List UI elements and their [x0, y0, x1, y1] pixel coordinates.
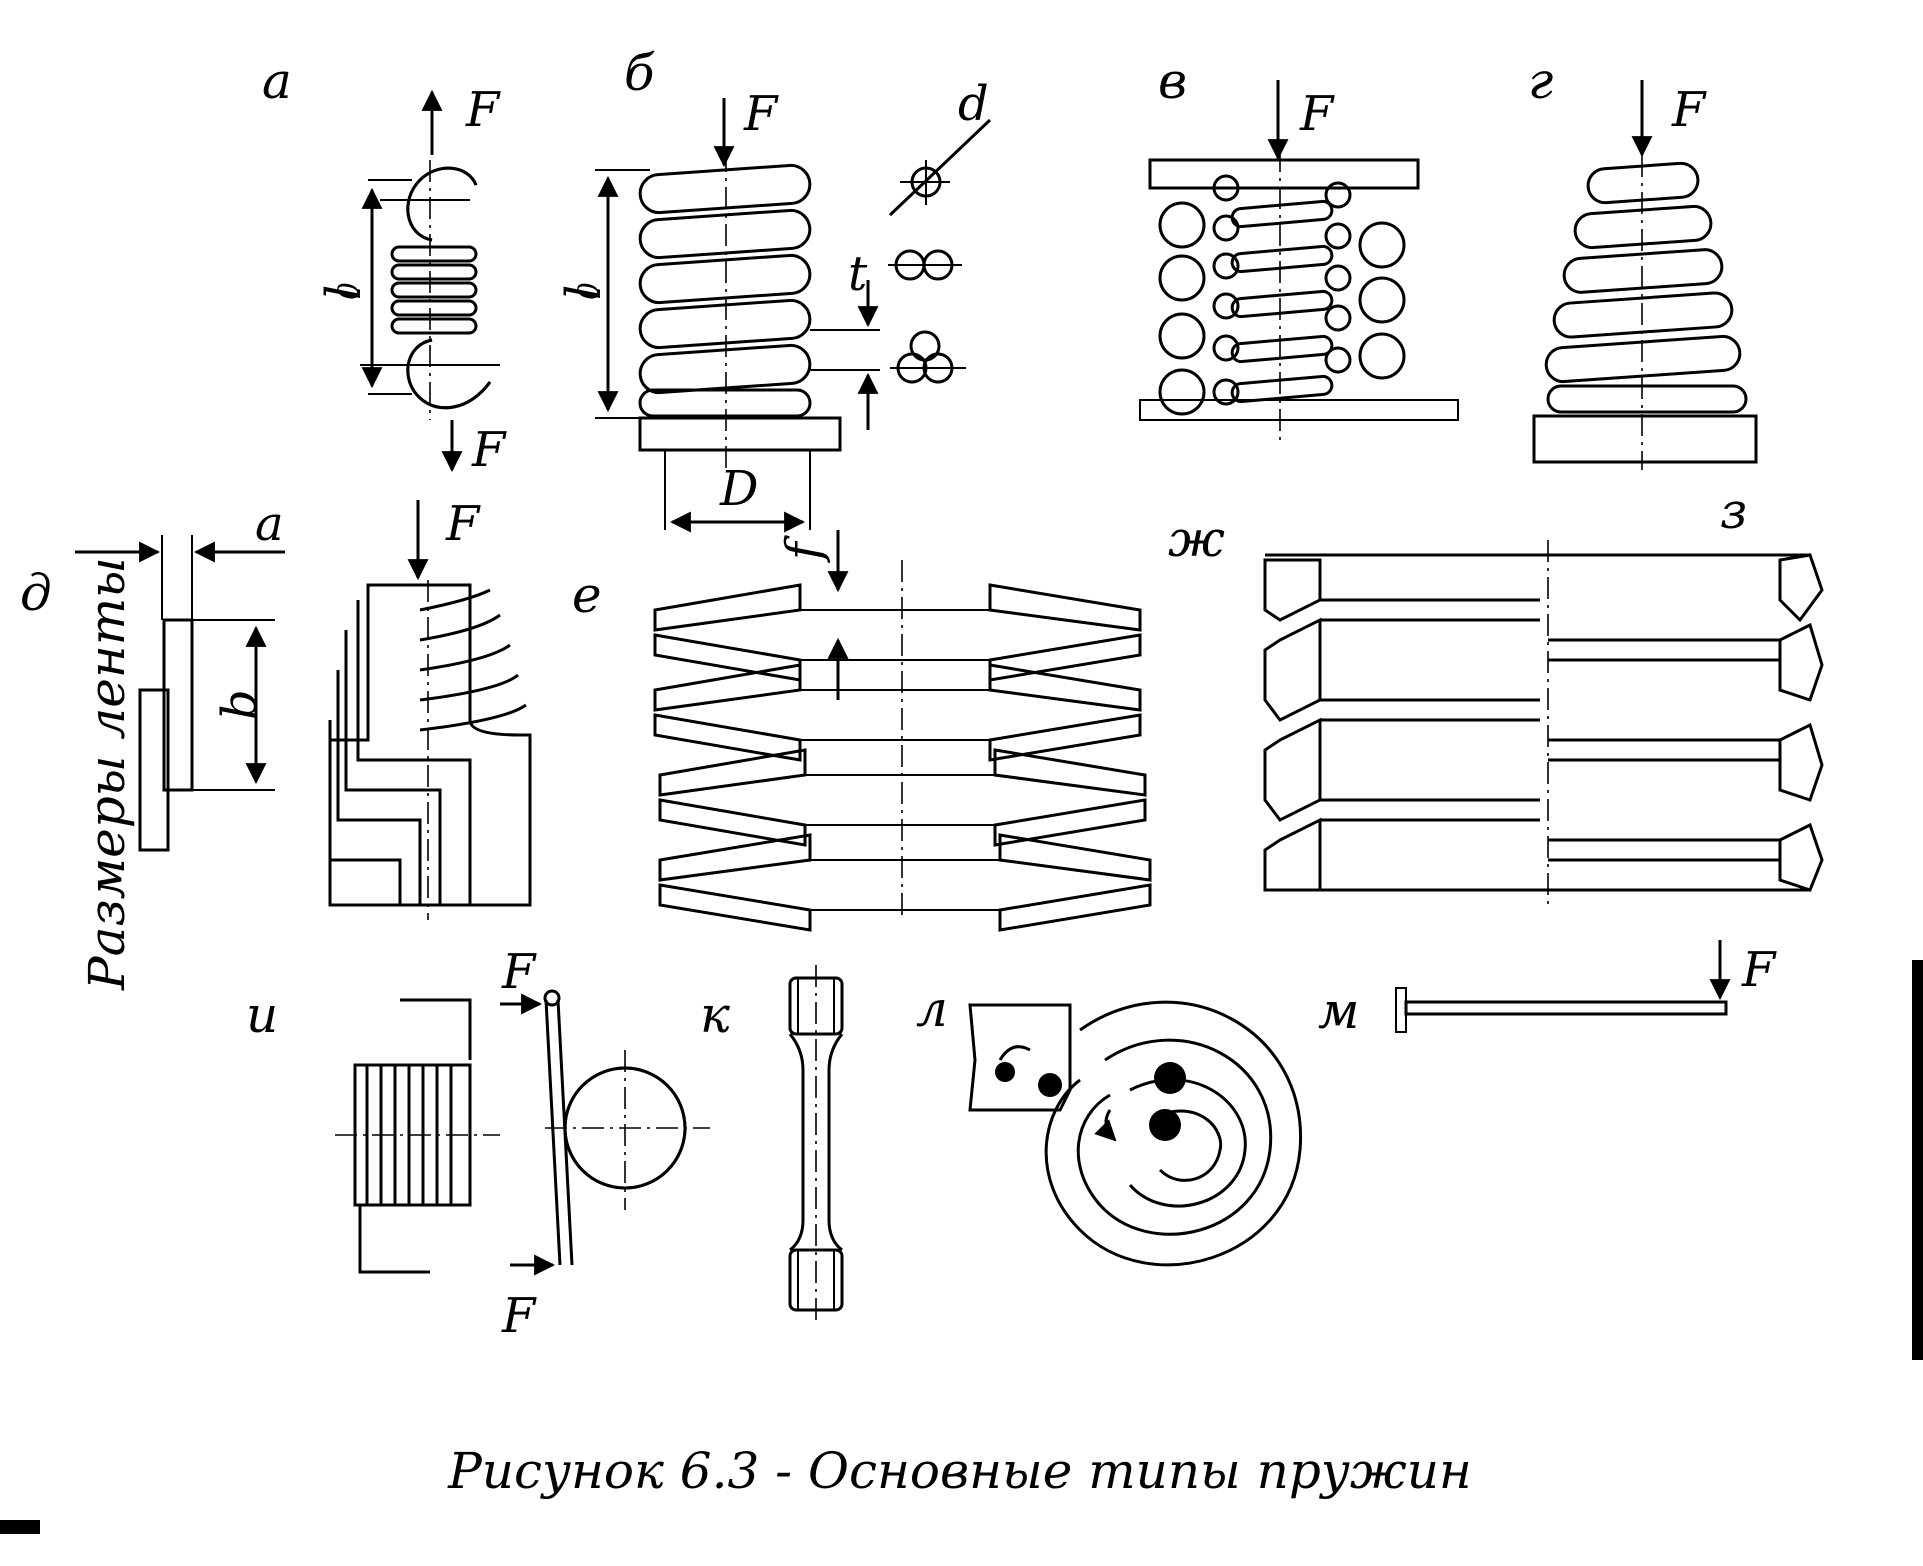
tape-section-1 [162, 618, 194, 792]
base-plate-b [638, 416, 842, 452]
tape-section-2 [138, 688, 170, 852]
wire-diameter-label: d [958, 76, 989, 132]
conical-coils [1544, 161, 1748, 414]
ring-stack-left [1263, 553, 1810, 892]
panel-label-z: з [1720, 482, 1747, 540]
length-sub-b: 0 [572, 282, 605, 300]
force-label-bottom: F [471, 422, 507, 478]
top-plate-v [1148, 158, 1420, 190]
force-label-v: F [1299, 86, 1335, 142]
tape-size-caption: Размеры ленты [78, 557, 136, 991]
panel-label-b: б [624, 44, 655, 102]
panel-v-nested-springs: в F [1139, 52, 1459, 440]
panel-zh-z-ring-springs: ж з [1168, 482, 1824, 905]
extension-spring-coils [390, 245, 478, 335]
panel-label-m: м [1318, 982, 1359, 1040]
panel-k-torsion-bar: к [700, 965, 844, 1320]
leaf-beam [1404, 1000, 1728, 1016]
panel-g-conical-spring: г F [1528, 52, 1758, 470]
nested-coils [1158, 174, 1406, 416]
panel-e-disc-springs: е f [572, 530, 1152, 932]
panel-label-a: а [262, 52, 292, 110]
ring-stack-right [1548, 553, 1824, 892]
panel-i-torsion-spring: и F F [246, 944, 710, 1344]
force-label-g: F [1671, 82, 1707, 138]
panel-label-v: в [1158, 52, 1187, 110]
force-label-d: F [445, 496, 481, 552]
panel-d-volute-spring: д Размеры ленты a b F [20, 496, 532, 991]
panel-label-d: д [20, 564, 52, 622]
force-label-m: F [1741, 942, 1777, 998]
panel-label-l: л [916, 980, 948, 1038]
diameter-label: D [719, 461, 758, 517]
force-label-i-bottom: F [501, 1288, 537, 1344]
tape-thickness-label: a [255, 496, 284, 552]
panel-label-g: г [1528, 52, 1553, 110]
panel-m-leaf-spring: м F [1318, 940, 1777, 1040]
spiral-anchor-block [968, 1003, 1072, 1112]
length-label-a: l [316, 285, 372, 300]
tape-width-label: b [212, 689, 268, 720]
panel-label-e: е [572, 566, 602, 624]
force-label-top: F [465, 82, 501, 138]
corner-mark [0, 1520, 40, 1534]
panel-label-k: к [700, 986, 730, 1044]
base-plate-g [1532, 414, 1758, 464]
length-sub-a: 0 [332, 282, 365, 300]
panel-a-extension-spring: а F l 0 F [262, 52, 507, 478]
length-label-b: l [556, 285, 612, 300]
pitch-label: t [848, 246, 868, 302]
panel-label-zh: ж [1168, 510, 1225, 568]
panel-label-i: и [246, 986, 278, 1044]
ground-v [1139, 399, 1459, 421]
disc-stack [653, 583, 1152, 932]
edge-mark [1912, 960, 1923, 1360]
figure-caption: Рисунок 6.3 - Основные типы пружин [447, 1442, 1472, 1500]
force-label-i-top: F [501, 944, 537, 1000]
force-label-b: F [743, 86, 779, 142]
deflection-label: f [776, 535, 832, 563]
panel-b-compression-spring: б F l 0 D t d [556, 44, 992, 533]
wire-sections: d [888, 76, 992, 384]
volute-spring-body [328, 583, 532, 907]
compression-coils [638, 163, 812, 418]
panel-l-spiral-spring: л [916, 980, 1302, 1267]
